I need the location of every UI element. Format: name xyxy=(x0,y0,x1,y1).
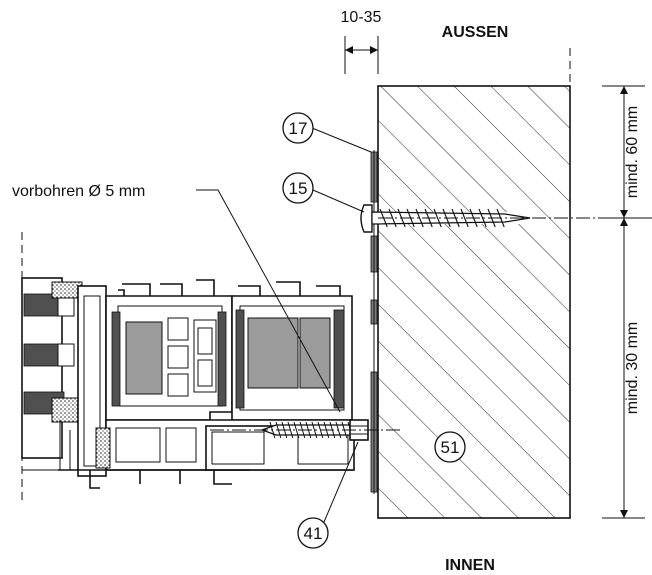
gap-dimension xyxy=(344,36,379,74)
callout-41: 41 xyxy=(297,441,359,549)
gap-dimension-label: 10-35 xyxy=(341,9,382,26)
callout-51: 51 xyxy=(434,431,466,463)
screw-thread xyxy=(433,208,442,228)
callout-17-text: 17 xyxy=(289,119,308,138)
screw-thread xyxy=(460,208,469,228)
masonry-wall xyxy=(377,48,571,519)
window-frame-profile xyxy=(21,232,355,500)
predrill-label: vorbohren Ø 5 mm xyxy=(12,183,145,200)
screw-thread xyxy=(293,421,300,439)
outside-label: AUSSEN xyxy=(442,24,509,41)
vertical-dimension-line xyxy=(602,85,645,519)
screw-thread xyxy=(415,208,424,228)
predrill-leader xyxy=(196,189,341,413)
screw-thread xyxy=(311,421,318,439)
callout-51-text: 51 xyxy=(441,438,460,457)
callout-17: 17 xyxy=(282,112,372,153)
screw-thread xyxy=(478,208,487,228)
callout-15: 15 xyxy=(282,172,365,213)
screw-thread xyxy=(287,421,294,439)
screw-thread xyxy=(388,208,397,228)
callout-15-text: 15 xyxy=(289,179,308,198)
min-30-label: mind. 30 mm xyxy=(624,322,641,414)
min-60-label: mind. 60 mm xyxy=(624,106,641,198)
callout-41-text: 41 xyxy=(304,524,323,543)
mounting-bracket xyxy=(370,150,378,494)
inside-label: INNEN xyxy=(445,557,495,574)
